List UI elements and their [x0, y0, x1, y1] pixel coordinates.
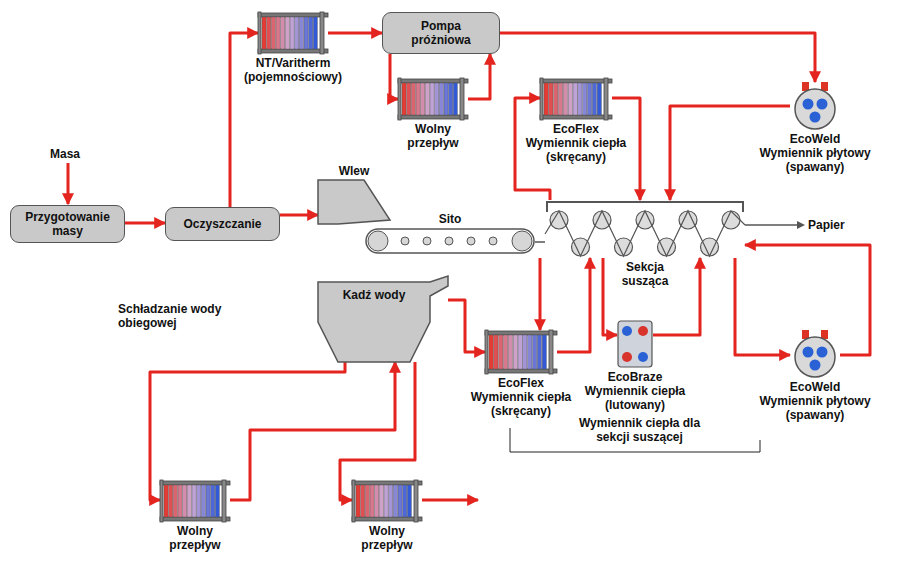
flow-line	[500, 33, 815, 82]
flow-line	[557, 258, 590, 352]
region-band: Schładzanie wody obiegowej Kadź wodyWolny…	[88, 237, 548, 581]
dryer-unit: Sekcja susząca	[545, 200, 745, 258]
sito-symbol	[365, 228, 535, 254]
node-label: NT/Varitherm (pojemnościowy)	[241, 56, 345, 84]
plate-unit: NT/Varitherm (pojemnościowy)	[258, 12, 328, 54]
sito-unit: Sito	[365, 228, 535, 254]
flow-line	[448, 300, 485, 352]
node-label: Pompa próżniowa	[401, 19, 481, 47]
node-label: EcoWeld Wymiennik płytowy (spawany)	[757, 380, 873, 422]
plate-unit: Wolny przepływ	[160, 480, 230, 522]
node-label: Sekcja susząca	[610, 260, 680, 288]
process-box: Przygotowanie masy	[10, 205, 125, 243]
plate-unit: Wolny przepływ	[398, 78, 468, 120]
node-label: Schładzanie wody obiegowej	[118, 302, 238, 330]
plate-symbol	[352, 480, 422, 522]
plate-symbol	[398, 78, 468, 120]
plate-unit: EcoFlex Wymiennik ciepła (skręcany)	[485, 330, 557, 374]
plate-symbol	[160, 480, 230, 522]
process-box: Pompa próżniowa	[382, 12, 500, 54]
weld-symbol	[790, 330, 840, 378]
tank-unit: Kadź wody	[318, 282, 448, 362]
process-box: Oczyszczanie	[165, 207, 280, 241]
flow-line	[735, 258, 790, 355]
node-label: EcoFlex Wymiennik ciepła (skręcany)	[467, 376, 575, 418]
node-label: EcoWeld Wymiennik płytowy (spawany)	[757, 132, 873, 174]
wlew-unit: Wlew	[318, 180, 390, 224]
plate-symbol	[540, 78, 612, 120]
plate-unit: EcoFlex Wymiennik ciepła (skręcany)	[540, 78, 612, 120]
weld-unit: EcoWeld Wymiennik płytowy (spawany)	[790, 82, 840, 130]
node-label: Przygotowanie masy	[20, 210, 115, 238]
paper-web	[745, 224, 803, 226]
flow-line	[603, 258, 617, 335]
flow-line	[539, 258, 542, 330]
flow-line	[230, 362, 395, 500]
flow-line	[535, 241, 545, 243]
node-label: EcoFlex Wymiennik ciepła (skręcany)	[522, 122, 630, 164]
node-label: Oczyszczanie	[183, 217, 261, 231]
flow-line	[125, 222, 165, 225]
node-label: Wolny przepływ	[158, 524, 232, 552]
node-label: Wolny przepływ	[396, 122, 470, 150]
flow-line	[328, 32, 382, 35]
plate-unit: Wolny przepływ	[352, 480, 422, 522]
node-label: Sito	[425, 212, 475, 226]
outlet-arrow	[422, 499, 478, 502]
weld-unit: EcoWeld Wymiennik płytowy (spawany)	[790, 330, 840, 378]
weld-symbol	[790, 82, 840, 130]
braze-symbol	[617, 320, 653, 368]
node-label: Wlew	[324, 164, 384, 178]
dryer-symbol	[545, 200, 745, 258]
flow-line	[390, 54, 398, 99]
flow-line	[280, 214, 318, 217]
group-label: Wymiennik ciepła dla sekcji suszącej	[577, 416, 702, 444]
flow-line	[468, 54, 490, 99]
node-label: EcoBraze Wymiennik ciepła (lutowany)	[581, 370, 689, 412]
flow-line	[340, 362, 415, 500]
input-arrow	[67, 163, 70, 204]
node-label: Wolny przepływ	[350, 524, 424, 552]
flow-line	[230, 33, 258, 207]
plate-symbol	[258, 12, 328, 54]
node-label: Kadź wody	[318, 288, 430, 302]
paper-arrow	[797, 221, 805, 229]
plate-symbol	[485, 330, 557, 374]
wlew-symbol	[318, 180, 390, 224]
output-label: Papier	[808, 218, 868, 232]
input-label: Masa	[50, 147, 90, 161]
braze-unit: EcoBraze Wymiennik ciepła (lutowany)	[617, 320, 653, 368]
